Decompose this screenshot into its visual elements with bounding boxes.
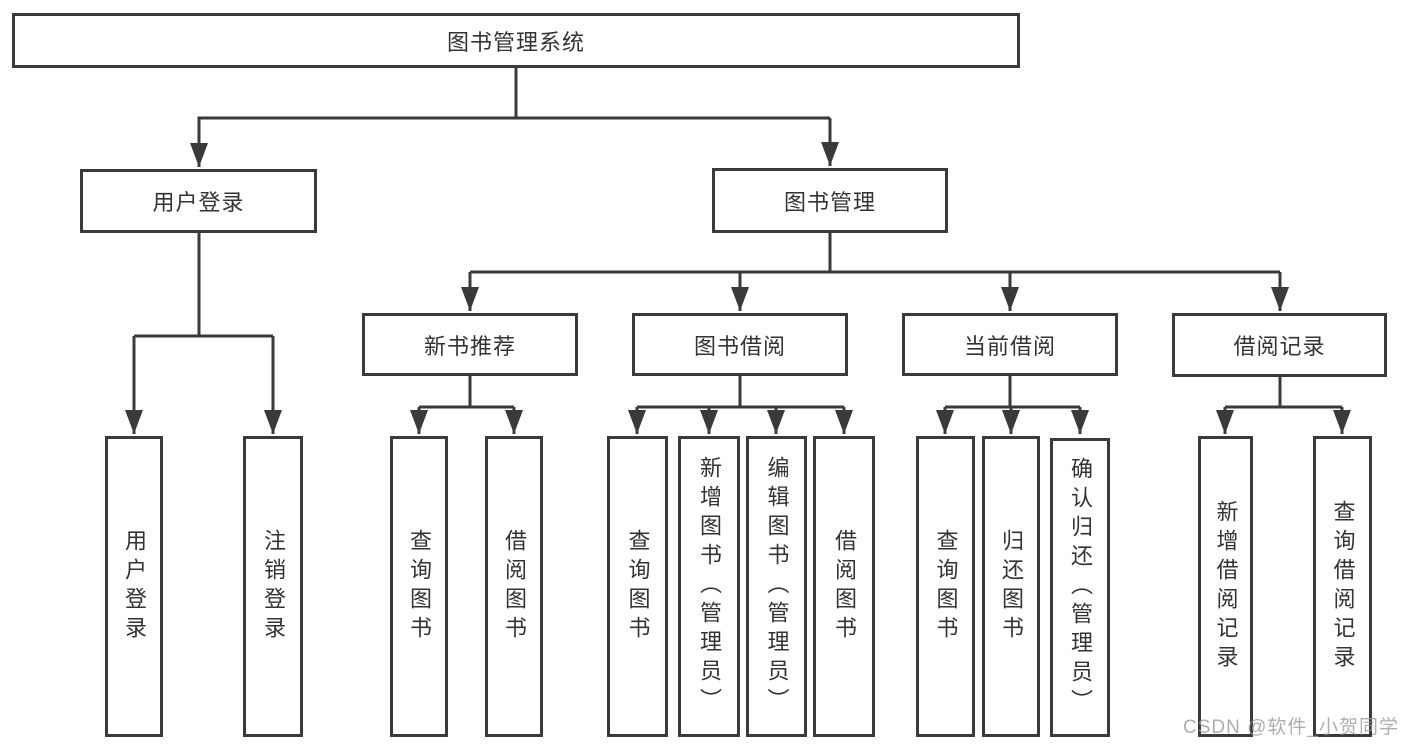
leaf-add-books-admin: 新增图书（管理员） xyxy=(678,436,740,737)
leaf-label: 新增借阅记录 xyxy=(1213,499,1239,674)
node-label: 新书推荐 xyxy=(423,333,516,359)
node-new-book-recommend: 新书推荐 xyxy=(362,313,578,376)
leaf-edit-books-admin: 编辑图书（管理员） xyxy=(746,436,807,737)
leaf-label: 借阅图书 xyxy=(502,528,527,645)
leaf-user-login: 用户登录 xyxy=(105,436,163,737)
leaf-label: 新增图书（管理员） xyxy=(697,456,722,717)
node-borrowing-records: 借阅记录 xyxy=(1172,313,1387,377)
leaf-label: 查询图书 xyxy=(625,528,651,645)
node-book-management-branch: 图书管理 xyxy=(712,168,948,233)
node-label: 图书借阅 xyxy=(693,333,786,359)
node-book-borrowing: 图书借阅 xyxy=(632,313,848,376)
csdn-watermark: CSDN @软件_小贺同学 xyxy=(1183,717,1399,738)
leaf-borrow-books-1: 借阅图书 xyxy=(485,436,543,737)
leaf-label: 归还图书 xyxy=(999,528,1024,645)
leaf-add-borrow-record: 新增借阅记录 xyxy=(1198,436,1253,737)
node-label: 借阅记录 xyxy=(1233,334,1326,359)
node-label: 用户登录 xyxy=(152,190,245,215)
leaf-query-books-1: 查询图书 xyxy=(390,436,448,737)
leaf-label: 注销登录 xyxy=(261,528,286,645)
leaf-label: 借阅图书 xyxy=(832,528,857,645)
leaf-return-books: 归还图书 xyxy=(982,436,1040,737)
leaf-borrow-books-2: 借阅图书 xyxy=(813,436,875,737)
leaf-label: 确认归还（管理员） xyxy=(1068,457,1093,718)
node-user-login-branch: 用户登录 xyxy=(80,169,317,233)
node-root: 图书管理系统 xyxy=(12,13,1020,68)
wire-group xyxy=(125,68,1351,434)
leaf-label: 查询图书 xyxy=(933,528,959,645)
node-current-borrowing: 当前借阅 xyxy=(902,313,1118,376)
node-label: 当前借阅 xyxy=(963,333,1056,359)
leaf-label: 查询借阅记录 xyxy=(1330,499,1356,674)
node-root-label: 图书管理系统 xyxy=(446,29,585,55)
leaf-query-borrow-record: 查询借阅记录 xyxy=(1313,436,1372,737)
leaf-label: 编辑图书（管理员） xyxy=(764,456,790,717)
node-label: 图书管理 xyxy=(783,189,876,215)
leaf-label: 用户登录 xyxy=(122,528,147,645)
leaf-logout: 注销登录 xyxy=(243,436,303,737)
leaf-query-books-3: 查询图书 xyxy=(916,436,975,737)
leaf-label: 查询图书 xyxy=(407,528,432,645)
leaf-query-books-2: 查询图书 xyxy=(607,436,668,737)
leaf-confirm-return-admin: 确认归还（管理员） xyxy=(1050,438,1110,737)
